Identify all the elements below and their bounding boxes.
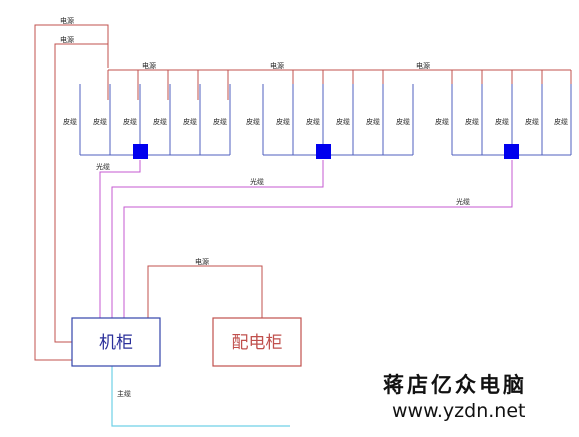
leather-cable-label: 皮缆	[246, 117, 260, 126]
leather-cable-label: 皮缆	[495, 117, 509, 126]
leather-cable-label: 皮缆	[396, 117, 410, 126]
leather-cable-label: 皮缆	[63, 117, 77, 126]
cabinet-box	[71, 317, 161, 367]
power-line-outer	[34, 24, 109, 361]
leather-cable-label: 皮缆	[336, 117, 350, 126]
optical-line-3	[123, 160, 513, 318]
power-label: 电源	[60, 35, 74, 44]
power-line-distribution	[147, 265, 263, 318]
leather-cable-label: 皮缆	[93, 117, 107, 126]
trunk-cable-line	[111, 366, 290, 427]
leather-cable-label: 皮缆	[153, 117, 167, 126]
leather-cable-label: 皮缆	[183, 117, 197, 126]
leather-cable-label: 皮缆	[366, 117, 380, 126]
leather-cable-label: 皮缆	[213, 117, 227, 126]
splitter-box-1	[133, 144, 148, 159]
power-label: 电源	[195, 257, 209, 266]
power-line-inner	[54, 43, 108, 343]
power-label: 电源	[60, 16, 74, 25]
power-label: 电源	[142, 61, 156, 70]
optical-cable-label: 光缆	[250, 177, 264, 186]
watermark-url: www.yzdn.net	[392, 400, 525, 422]
watermark-name: 蒋店亿众电脑	[383, 372, 527, 397]
cabinet-label: 机柜	[99, 333, 133, 353]
leather-cable-label: 皮缆	[435, 117, 449, 126]
optical-cable-label: 光缆	[96, 162, 110, 171]
distribution-cabinet-label: 配电柜	[232, 333, 283, 353]
leather-cable-label: 皮缆	[276, 117, 290, 126]
leather-cable-label: 皮缆	[525, 117, 539, 126]
trunk-cable-label: 主缆	[117, 389, 131, 398]
leather-cable-label: 皮缆	[554, 117, 568, 126]
power-label: 电源	[270, 61, 284, 70]
splitter-box-2	[316, 144, 331, 159]
distribution-cabinet-box	[212, 317, 302, 367]
optical-cable-label: 光缆	[456, 197, 470, 206]
leather-cable-label: 皮缆	[465, 117, 479, 126]
leather-cable-labels: 皮缆 皮缆 皮缆 皮缆 皮缆 皮缆 皮缆 皮缆 皮缆 皮缆 皮缆 皮缆 皮缆 皮…	[63, 117, 568, 126]
power-label: 电源	[416, 61, 430, 70]
optical-line-2	[111, 160, 324, 318]
leather-cable-lines	[79, 84, 572, 156]
optical-cable-lines	[99, 160, 513, 318]
splitter-box-3	[504, 144, 519, 159]
power-lines	[34, 24, 572, 361]
leather-cable-label: 皮缆	[306, 117, 320, 126]
leather-cable-label: 皮缆	[123, 117, 137, 126]
optical-line-1	[99, 160, 141, 318]
